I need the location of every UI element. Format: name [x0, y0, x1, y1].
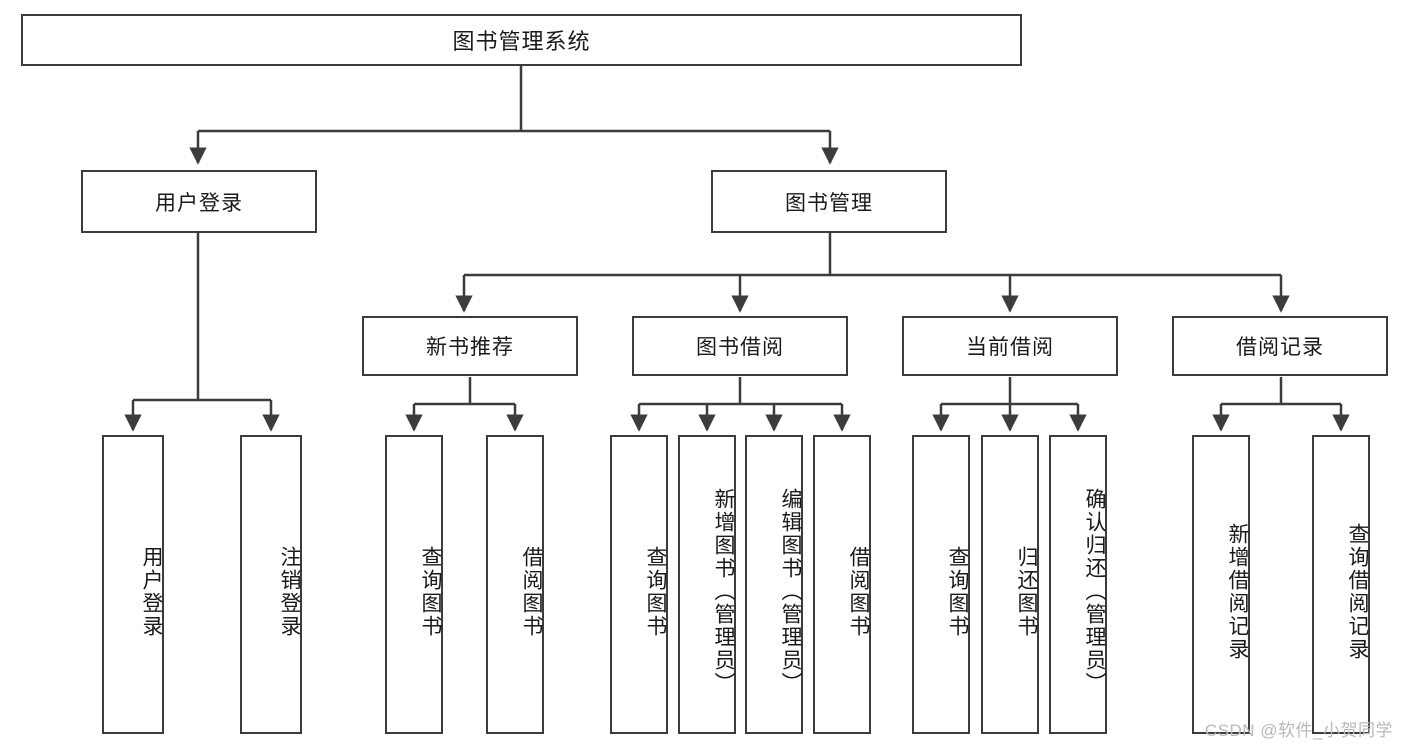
leaf-return-book-label: 归还图书 — [1015, 545, 1038, 638]
leaf-add-record[interactable]: 新增借阅记录 — [1192, 435, 1250, 734]
node-book-manage[interactable]: 图书管理 — [711, 170, 947, 233]
node-user-login[interactable]: 用户登录 — [81, 170, 317, 233]
node-book-borrow-label: 图书借阅 — [696, 336, 784, 359]
node-user-login-label: 用户登录 — [155, 191, 243, 215]
leaf-user-logout-label: 注销登录 — [278, 545, 301, 638]
leaf-add-book[interactable]: 新增图书（管理员） — [678, 435, 736, 734]
node-borrow-record-label: 借阅记录 — [1236, 336, 1324, 359]
leaf-query-book-3[interactable]: 查询图书 — [912, 435, 970, 734]
leaf-return-book[interactable]: 归还图书 — [981, 435, 1039, 734]
node-new-book-rec[interactable]: 新书推荐 — [362, 316, 578, 376]
leaf-add-book-label: 新增图书（管理员） — [712, 488, 735, 695]
leaf-query-book-3-label: 查询图书 — [946, 545, 969, 638]
node-new-book-rec-label: 新书推荐 — [426, 336, 514, 359]
node-book-manage-label: 图书管理 — [785, 191, 873, 215]
leaf-query-record[interactable]: 查询借阅记录 — [1312, 435, 1370, 734]
leaf-edit-book[interactable]: 编辑图书（管理员） — [745, 435, 803, 734]
leaf-edit-book-label: 编辑图书（管理员） — [779, 488, 802, 695]
node-borrow-record[interactable]: 借阅记录 — [1172, 316, 1388, 376]
node-current-borrow[interactable]: 当前借阅 — [902, 316, 1118, 376]
leaf-borrow-book-2-label: 借阅图书 — [847, 545, 870, 638]
leaf-query-book-1[interactable]: 查询图书 — [385, 435, 443, 734]
leaf-query-book-2-label: 查询图书 — [644, 545, 667, 638]
node-root[interactable]: 图书管理系统 — [21, 14, 1022, 66]
leaf-query-record-label: 查询借阅记录 — [1346, 522, 1369, 661]
leaf-confirm-return[interactable]: 确认归还（管理员） — [1049, 435, 1107, 734]
node-book-borrow[interactable]: 图书借阅 — [632, 316, 848, 376]
node-root-label: 图书管理系统 — [452, 29, 591, 54]
leaf-query-book-2[interactable]: 查询图书 — [610, 435, 668, 734]
leaf-borrow-book-2[interactable]: 借阅图书 — [813, 435, 871, 734]
watermark-text: CSDN @软件_小贺同学 — [1204, 721, 1393, 740]
leaf-user-login[interactable]: 用户登录 — [102, 435, 164, 734]
leaf-user-login-label: 用户登录 — [140, 545, 163, 638]
leaf-add-record-label: 新增借阅记录 — [1226, 522, 1249, 661]
leaf-borrow-book-1-label: 借阅图书 — [520, 545, 543, 638]
leaf-confirm-return-label: 确认归还（管理员） — [1083, 488, 1106, 695]
node-current-borrow-label: 当前借阅 — [966, 336, 1054, 359]
leaf-borrow-book-1[interactable]: 借阅图书 — [486, 435, 544, 734]
leaf-query-book-1-label: 查询图书 — [419, 545, 442, 638]
leaf-user-logout[interactable]: 注销登录 — [240, 435, 302, 734]
